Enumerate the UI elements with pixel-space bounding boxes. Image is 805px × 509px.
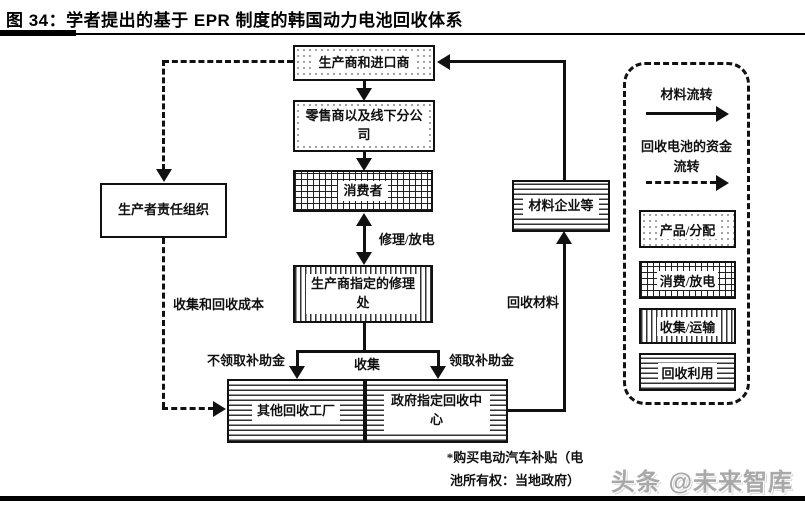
node-producer-responsibility-org: 生产者责任组织 — [100, 183, 227, 238]
footnote-line-2: 池所有权：当地政府） — [449, 472, 580, 488]
edge-label-repair-discharge: 修理/放电 — [377, 229, 437, 248]
edge-split-right-drop — [437, 350, 440, 368]
legend-fund-flow-wrap: 回收电池的资金流转 — [626, 137, 747, 177]
edge-producer-to-pro-arrow-icon — [156, 169, 172, 182]
node-gov-recycling-center: 政府指定回收中心 — [365, 379, 508, 443]
edge-gov-to-material-hline — [508, 409, 565, 412]
edge-split-left-arrow-icon — [289, 366, 305, 379]
node-producer-importer-label: 生产商和进口商 — [313, 52, 415, 74]
edge-consumer-repair-down-arrow-icon — [356, 252, 372, 265]
figure-title: 图 34：学者提出的基于 EPR 制度的韩国动力电池回收体系 — [6, 11, 464, 30]
title-underline — [0, 33, 805, 35]
edge-label-collect-cost: 收集和回收成本 — [171, 294, 267, 313]
edge-split-left-drop — [296, 350, 299, 368]
watermark-toutiao: 头条 @未来智库 — [610, 469, 793, 496]
edge-label-collect: 收集 — [341, 354, 393, 373]
legend-material-flow-label: 材料流转 — [660, 87, 713, 102]
legend-solid-arrow-icon — [716, 106, 729, 122]
edge-pro-to-recycler-arrow-icon — [213, 401, 226, 417]
title-underline-accent — [0, 30, 76, 36]
node-designated-repair: 生产商指定的修理处 — [293, 265, 433, 323]
edge-label-subsidy: 领取补助金 — [447, 350, 517, 369]
legend-dashed-arrow-line — [646, 181, 716, 184]
edge-split-bar — [296, 350, 440, 353]
node-consumer-label: 消费者 — [338, 180, 388, 202]
node-material-company: 材料企业等 — [512, 180, 610, 232]
node-material-company-label: 材料企业等 — [523, 195, 599, 217]
legend-item-consume-discharge: 消费/放电 — [639, 261, 736, 299]
legend-fund-flow-label: 回收电池的资金流转 — [640, 139, 732, 175]
edge-producer-to-pro-hdash — [163, 60, 293, 63]
node-retailer-label: 零售商以及线下分公司 — [300, 106, 428, 146]
edge-producer-to-pro-vdash — [162, 60, 165, 170]
legend-item-product-distribution-label: 产品/分配 — [656, 219, 719, 239]
edge-repair-split-stub — [363, 323, 366, 353]
legend-panel: 材料流转 回收电池的资金流转 产品/分配 消费/放电 收集/运输 回收利用 — [623, 62, 750, 405]
legend-item-product-distribution: 产品/分配 — [639, 210, 736, 248]
footnote-line-1: *购买电动汽车补贴（电 — [446, 450, 584, 465]
edge-material-to-producer-arrow-icon — [437, 54, 450, 70]
edge-label-recycled-material: 回收材料 — [505, 292, 562, 311]
edge-pro-to-recycler-hdash — [162, 407, 214, 410]
edge-material-to-producer-vline — [563, 60, 566, 180]
edge-label-no-subsidy: 不领取补助金 — [205, 350, 288, 369]
node-designated-repair-label: 生产商指定的修理处 — [306, 274, 420, 314]
legend-item-collect-transport-label: 收集/运输 — [656, 316, 719, 336]
node-producer-responsibility-org-label: 生产者责任组织 — [112, 200, 214, 221]
edge-retailer-to-consumer-line — [363, 152, 366, 160]
edge-consumer-repair-up-arrow-icon — [356, 213, 372, 226]
node-retailer: 零售商以及线下分公司 — [293, 100, 435, 152]
edge-producer-to-retailer-line — [363, 81, 366, 90]
edge-retailer-to-consumer-arrow-icon — [356, 158, 372, 171]
legend-item-collect-transport: 收集/运输 — [639, 308, 736, 344]
node-gov-recycling-center-label: 政府指定回收中心 — [383, 391, 490, 431]
node-other-recycler-label: 其他回收工厂 — [251, 400, 340, 422]
footnote: *购买电动汽车补贴（电 池所有权：当地政府） — [418, 447, 612, 493]
bottom-rule — [0, 496, 805, 501]
node-other-recycler: 其他回收工厂 — [227, 379, 365, 443]
legend-item-consume-discharge-label: 消费/放电 — [656, 270, 719, 290]
legend-dashed-arrow-icon — [716, 175, 729, 191]
edge-gov-to-material-arrow-icon — [556, 231, 572, 244]
edge-split-right-arrow-icon — [430, 366, 446, 379]
node-producer-importer: 生产商和进口商 — [293, 45, 435, 81]
legend-item-recycle-use-label: 回收利用 — [658, 362, 717, 382]
edge-pro-to-recycler-vdash — [162, 238, 165, 408]
edge-consumer-repair-line — [363, 223, 366, 254]
legend-item-recycle-use: 回收利用 — [639, 353, 736, 391]
edge-material-to-producer-hline — [449, 60, 566, 63]
edge-producer-to-retailer-arrow-icon — [356, 88, 372, 101]
legend-solid-arrow-line — [646, 112, 718, 115]
edge-gov-to-material-vline — [563, 243, 566, 412]
node-consumer: 消费者 — [293, 170, 433, 212]
